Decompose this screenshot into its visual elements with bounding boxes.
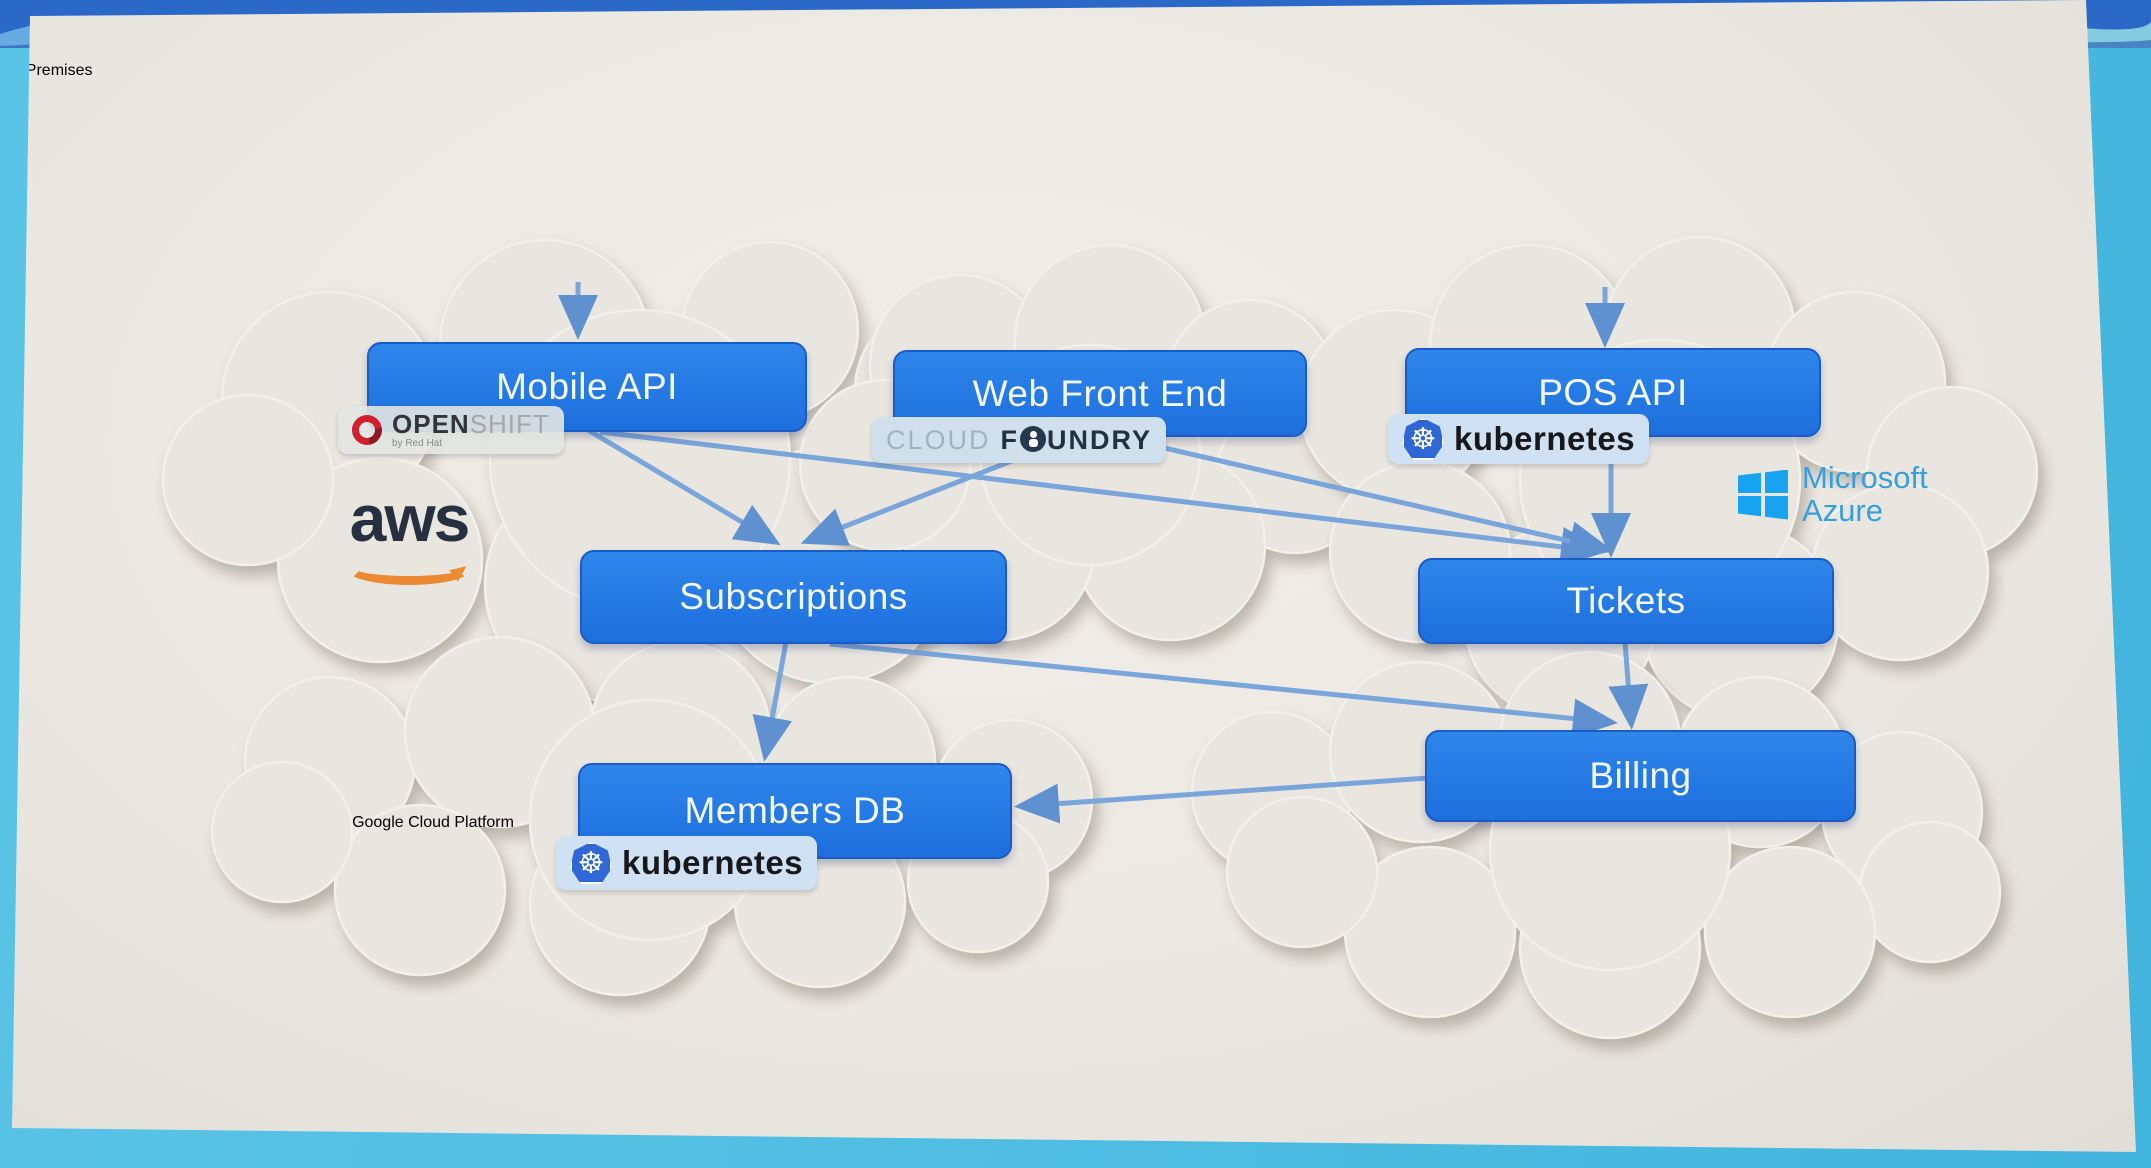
aws-logo: aws bbox=[345, 481, 473, 585]
on-premises-label: On Premises bbox=[0, 62, 93, 79]
kubernetes-badge-pos-api: ☸ kubernetes bbox=[1388, 414, 1650, 464]
arrow-mobile-api-to-subscriptions bbox=[586, 427, 781, 546]
node-label: Web Front End bbox=[972, 372, 1228, 414]
arrow-billing-to-members-db bbox=[1014, 775, 1429, 824]
microsoft-label: Microsoft bbox=[1802, 460, 1928, 495]
node-label: Billing bbox=[1589, 755, 1692, 796]
aws-wordmark: aws bbox=[349, 481, 471, 555]
azure-label: Azure bbox=[1802, 492, 1883, 528]
aws-smile-icon bbox=[345, 551, 473, 585]
cloud-foundry-label-cloud: CLOUD bbox=[886, 424, 991, 455]
node-label: Tickets bbox=[1566, 580, 1686, 621]
azure-logo: Microsoft Azure bbox=[1738, 460, 1928, 528]
arrow-subscriptions-to-members-db bbox=[752, 641, 792, 762]
kubernetes-icon: ☸ bbox=[1402, 418, 1444, 460]
gcp-label: Google Cloud Platform bbox=[352, 814, 514, 831]
kubernetes-label: kubernetes bbox=[1454, 420, 1636, 457]
arrow-subscriptions-to-billing bbox=[829, 641, 1618, 739]
cloud-foundry-label-f: F bbox=[1000, 424, 1020, 455]
node-billing: Billing bbox=[1425, 730, 1856, 822]
node-label: Mobile API bbox=[496, 366, 678, 407]
gcp-logo: Google Cloud Platform bbox=[308, 718, 558, 832]
openshift-label-open: OPEN bbox=[392, 409, 470, 439]
node-tickets: Tickets bbox=[1418, 558, 1834, 644]
openshift-label-shift: SHIFT bbox=[469, 409, 550, 439]
cloud-foundry-badge: CLOUD F UNDRY bbox=[872, 417, 1167, 463]
on-premises-cloud bbox=[1190, 650, 2002, 1040]
kubernetes-icon: ☸ bbox=[570, 842, 612, 884]
arrow-tickets-to-billing bbox=[1608, 641, 1649, 730]
openshift-icon bbox=[346, 409, 388, 451]
gcp-hexagon-icon bbox=[381, 722, 485, 810]
kubernetes-badge-members-db: ☸ kubernetes bbox=[556, 836, 818, 890]
kubernetes-label: kubernetes bbox=[622, 844, 804, 881]
cloud-foundry-o-logo bbox=[1020, 425, 1047, 452]
cloud-foundry-label-undry: UNDRY bbox=[1047, 424, 1153, 455]
node-label: Members DB bbox=[684, 790, 906, 831]
node-label: Subscriptions bbox=[679, 576, 908, 617]
openshift-byline: by Red Hat bbox=[392, 438, 443, 449]
openshift-badge: OPENSHIFT by Red Hat bbox=[338, 406, 564, 454]
node-label: POS API bbox=[1538, 371, 1688, 413]
microsoft-flag-icon bbox=[1738, 469, 1788, 520]
node-subscriptions: Subscriptions bbox=[580, 550, 1007, 644]
